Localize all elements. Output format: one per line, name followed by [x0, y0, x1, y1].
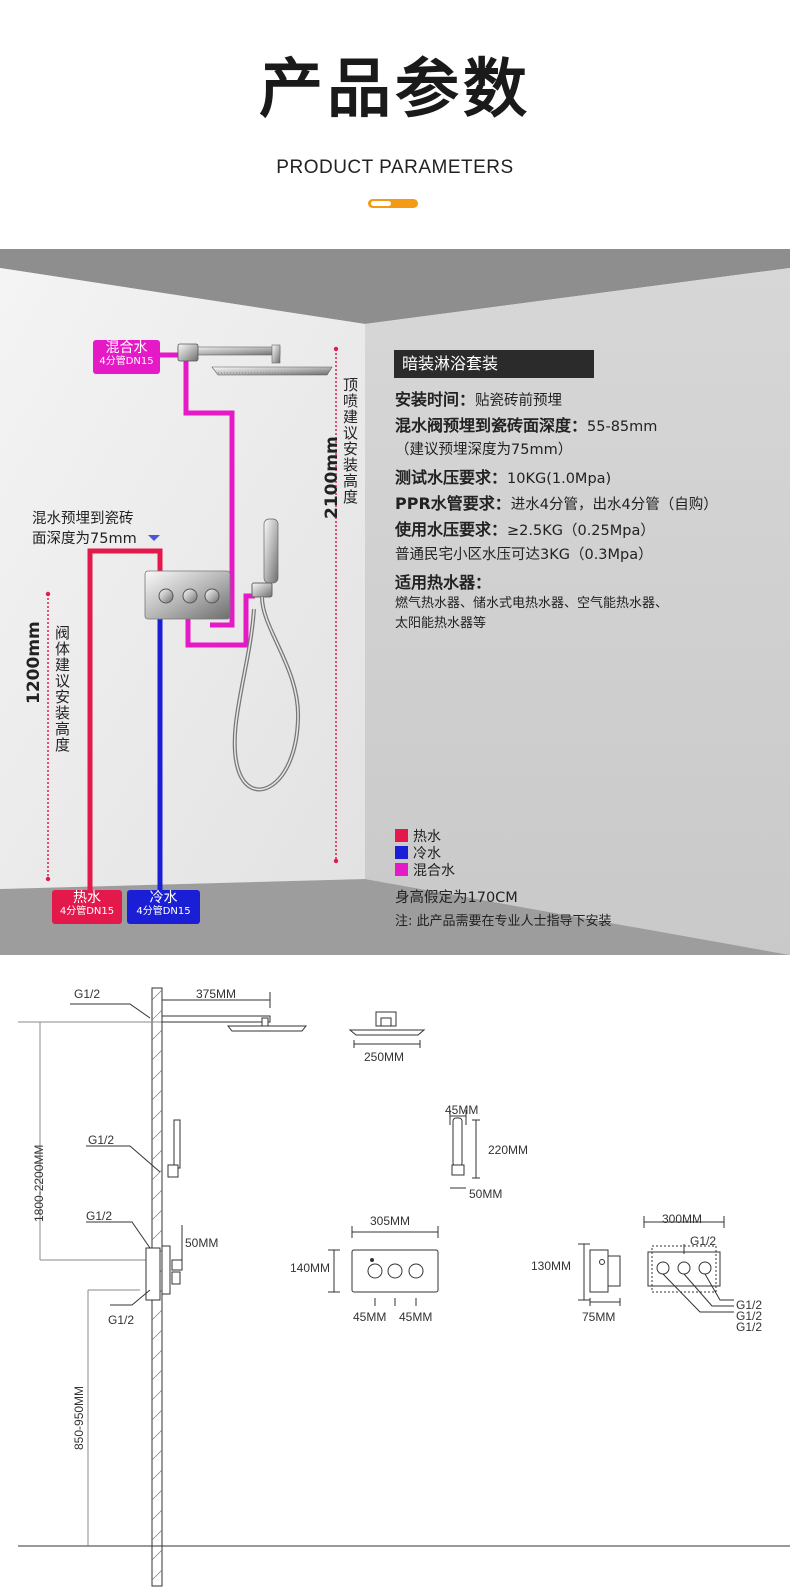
- spec-value: 10KG(1.0Mpa): [507, 471, 612, 487]
- dim-box-depth: 75MM: [582, 1310, 616, 1324]
- legend-cold-swatch: [395, 846, 408, 859]
- tag-mixed-sub: 4分管DN15: [99, 356, 154, 368]
- spec-label: 安装时间：: [395, 390, 476, 409]
- dimension-drawing: [18, 987, 790, 1587]
- dim-g-hand: G1/2: [88, 1133, 115, 1147]
- dim-head-size: 250MM: [364, 1050, 405, 1064]
- tag-hot-name: 热水: [73, 890, 101, 906]
- valve-height-label: 阀体建议安装高度: [53, 625, 71, 753]
- spec-row-embed-recommend: （建议预埋深度为75mm）: [395, 438, 572, 459]
- page-subtitle: PRODUCT PARAMETERS: [276, 157, 514, 178]
- dim-g-top: G1/2: [74, 987, 101, 1001]
- dim-hand-base: 50MM: [469, 1187, 503, 1201]
- spec-label: 适用热水器：: [395, 573, 492, 592]
- right-wall: [365, 268, 790, 955]
- spec-label: 混水阀预埋到瓷砖面深度：: [395, 416, 588, 435]
- dim-range-top: 1800-2200MM: [32, 1144, 46, 1222]
- legend-mixed-swatch: [395, 863, 408, 876]
- spec-value: 贴瓷砖前预埋: [475, 393, 563, 409]
- spec-row-test-pressure: 测试水压要求：10KG(1.0Mpa): [395, 464, 611, 488]
- dim-range-bottom: 850-950MM: [72, 1385, 86, 1450]
- dim-arm-length: 375MM: [196, 987, 237, 1001]
- top-height-label: 顶喷建议安装高度: [341, 377, 359, 505]
- spec-row-embed-depth: 混水阀预埋到瓷砖面深度：55-85mm: [395, 412, 657, 436]
- spec-row-use-pressure: 使用水压要求：≥2.5KG（0.25Mpa）: [395, 516, 655, 540]
- spec-row-ppr: PPR水管要求：进水4分管，出水4分管（自购）: [395, 490, 718, 514]
- legend-hot-label: 热水: [413, 829, 441, 845]
- shower-head: [211, 366, 333, 376]
- ceiling: [0, 249, 790, 324]
- spec-value: （建议预埋深度为75mm）: [395, 442, 573, 458]
- tag-mixed-name: 混合水: [105, 340, 148, 356]
- accent-bar: [368, 199, 418, 208]
- spec-label: 测试水压要求：: [395, 468, 508, 487]
- professional-install-note: 注: 此产品需要在专业人士指导下安装: [395, 914, 612, 929]
- spec-row-common-pressure: 普通民宅小区水压可达3KG（0.3Mpa）: [395, 543, 653, 564]
- valve-height-value: 1200mm: [24, 621, 44, 704]
- legend-mixed: 混合水: [395, 860, 455, 880]
- dim-g-valve-top: G1/2: [86, 1209, 113, 1223]
- spec-row-heater: 适用热水器：: [395, 569, 491, 593]
- embed-depth-note: 混水预埋到瓷砖 面深度为75mm: [32, 509, 137, 549]
- legend-hot-swatch: [395, 829, 408, 842]
- install-scene: 混合水 4分管DN15 热水 4分管DN15 冷水 4分管DN15 混水预埋到瓷…: [0, 249, 790, 955]
- tag-mixed-water: 混合水 4分管DN15: [93, 340, 160, 374]
- dim-box-g-2: G1/2: [736, 1309, 763, 1323]
- spec-value: 普通民宅小区水压可达3KG（0.3Mpa）: [395, 547, 653, 563]
- legend-cold: 冷水: [395, 843, 441, 863]
- mixed-pipe-hand: [185, 593, 255, 648]
- dim-box-g-top: G1/2: [690, 1234, 717, 1248]
- dim-box-width: 300MM: [662, 1212, 703, 1226]
- spec-label: PPR水管要求：: [395, 494, 511, 513]
- heater-types-line1: 燃气热水器、储水式电热水器、空气能热水器、: [395, 596, 669, 611]
- dim-plate-width: 305MM: [370, 1214, 411, 1228]
- page-title: 产品参数: [259, 53, 531, 127]
- body-height-note: 身高假定为170CM: [395, 890, 518, 906]
- dim-g-valve-bottom: G1/2: [108, 1313, 135, 1327]
- hand-shower: [263, 518, 279, 584]
- legend-cold-label: 冷水: [413, 846, 441, 862]
- embed-note-line2: 面深度为75mm: [32, 531, 137, 547]
- dim-valve-depth: 50MM: [185, 1236, 219, 1250]
- dim-hand-width: 45MM: [445, 1103, 479, 1117]
- tag-hot-sub: 4分管DN15: [59, 906, 115, 918]
- spec-value: 55-85mm: [587, 419, 658, 435]
- install-scene-graphic: [0, 249, 790, 955]
- dim-box-g-1: G1/2: [736, 1298, 763, 1312]
- spec-header: 暗装淋浴套装: [394, 350, 594, 378]
- tag-cold-sub: 4分管DN15: [136, 906, 191, 918]
- top-height-value: 2100mm: [322, 436, 342, 519]
- dim-box-height: 130MM: [531, 1259, 572, 1273]
- legend-mixed-label: 混合水: [413, 863, 455, 879]
- dim-hand-height: 220MM: [488, 1143, 529, 1157]
- dim-knob-spacing-1: 45MM: [353, 1310, 387, 1324]
- tag-cold-name: 冷水: [149, 890, 178, 906]
- tag-cold-water: 冷水 4分管DN15: [127, 890, 200, 924]
- spec-value: ≥2.5KG（0.25Mpa）: [507, 523, 655, 539]
- spec-label: 使用水压要求：: [395, 520, 508, 539]
- spec-row-install-time: 安装时间：贴瓷砖前预埋: [395, 386, 562, 410]
- heater-types-line2: 太阳能热水器等: [395, 616, 487, 631]
- legend-hot: 热水: [395, 826, 441, 846]
- embed-note-line1: 混水预埋到瓷砖: [32, 511, 134, 527]
- wall-mount: [177, 343, 199, 362]
- spec-value: 进水4分管，出水4分管（自购）: [510, 497, 718, 513]
- tag-hot-water: 热水 4分管DN15: [52, 890, 122, 924]
- dim-knob-spacing-2: 45MM: [399, 1310, 433, 1324]
- dim-plate-height: 140MM: [290, 1261, 331, 1275]
- dim-box-g-3: G1/2: [736, 1320, 763, 1334]
